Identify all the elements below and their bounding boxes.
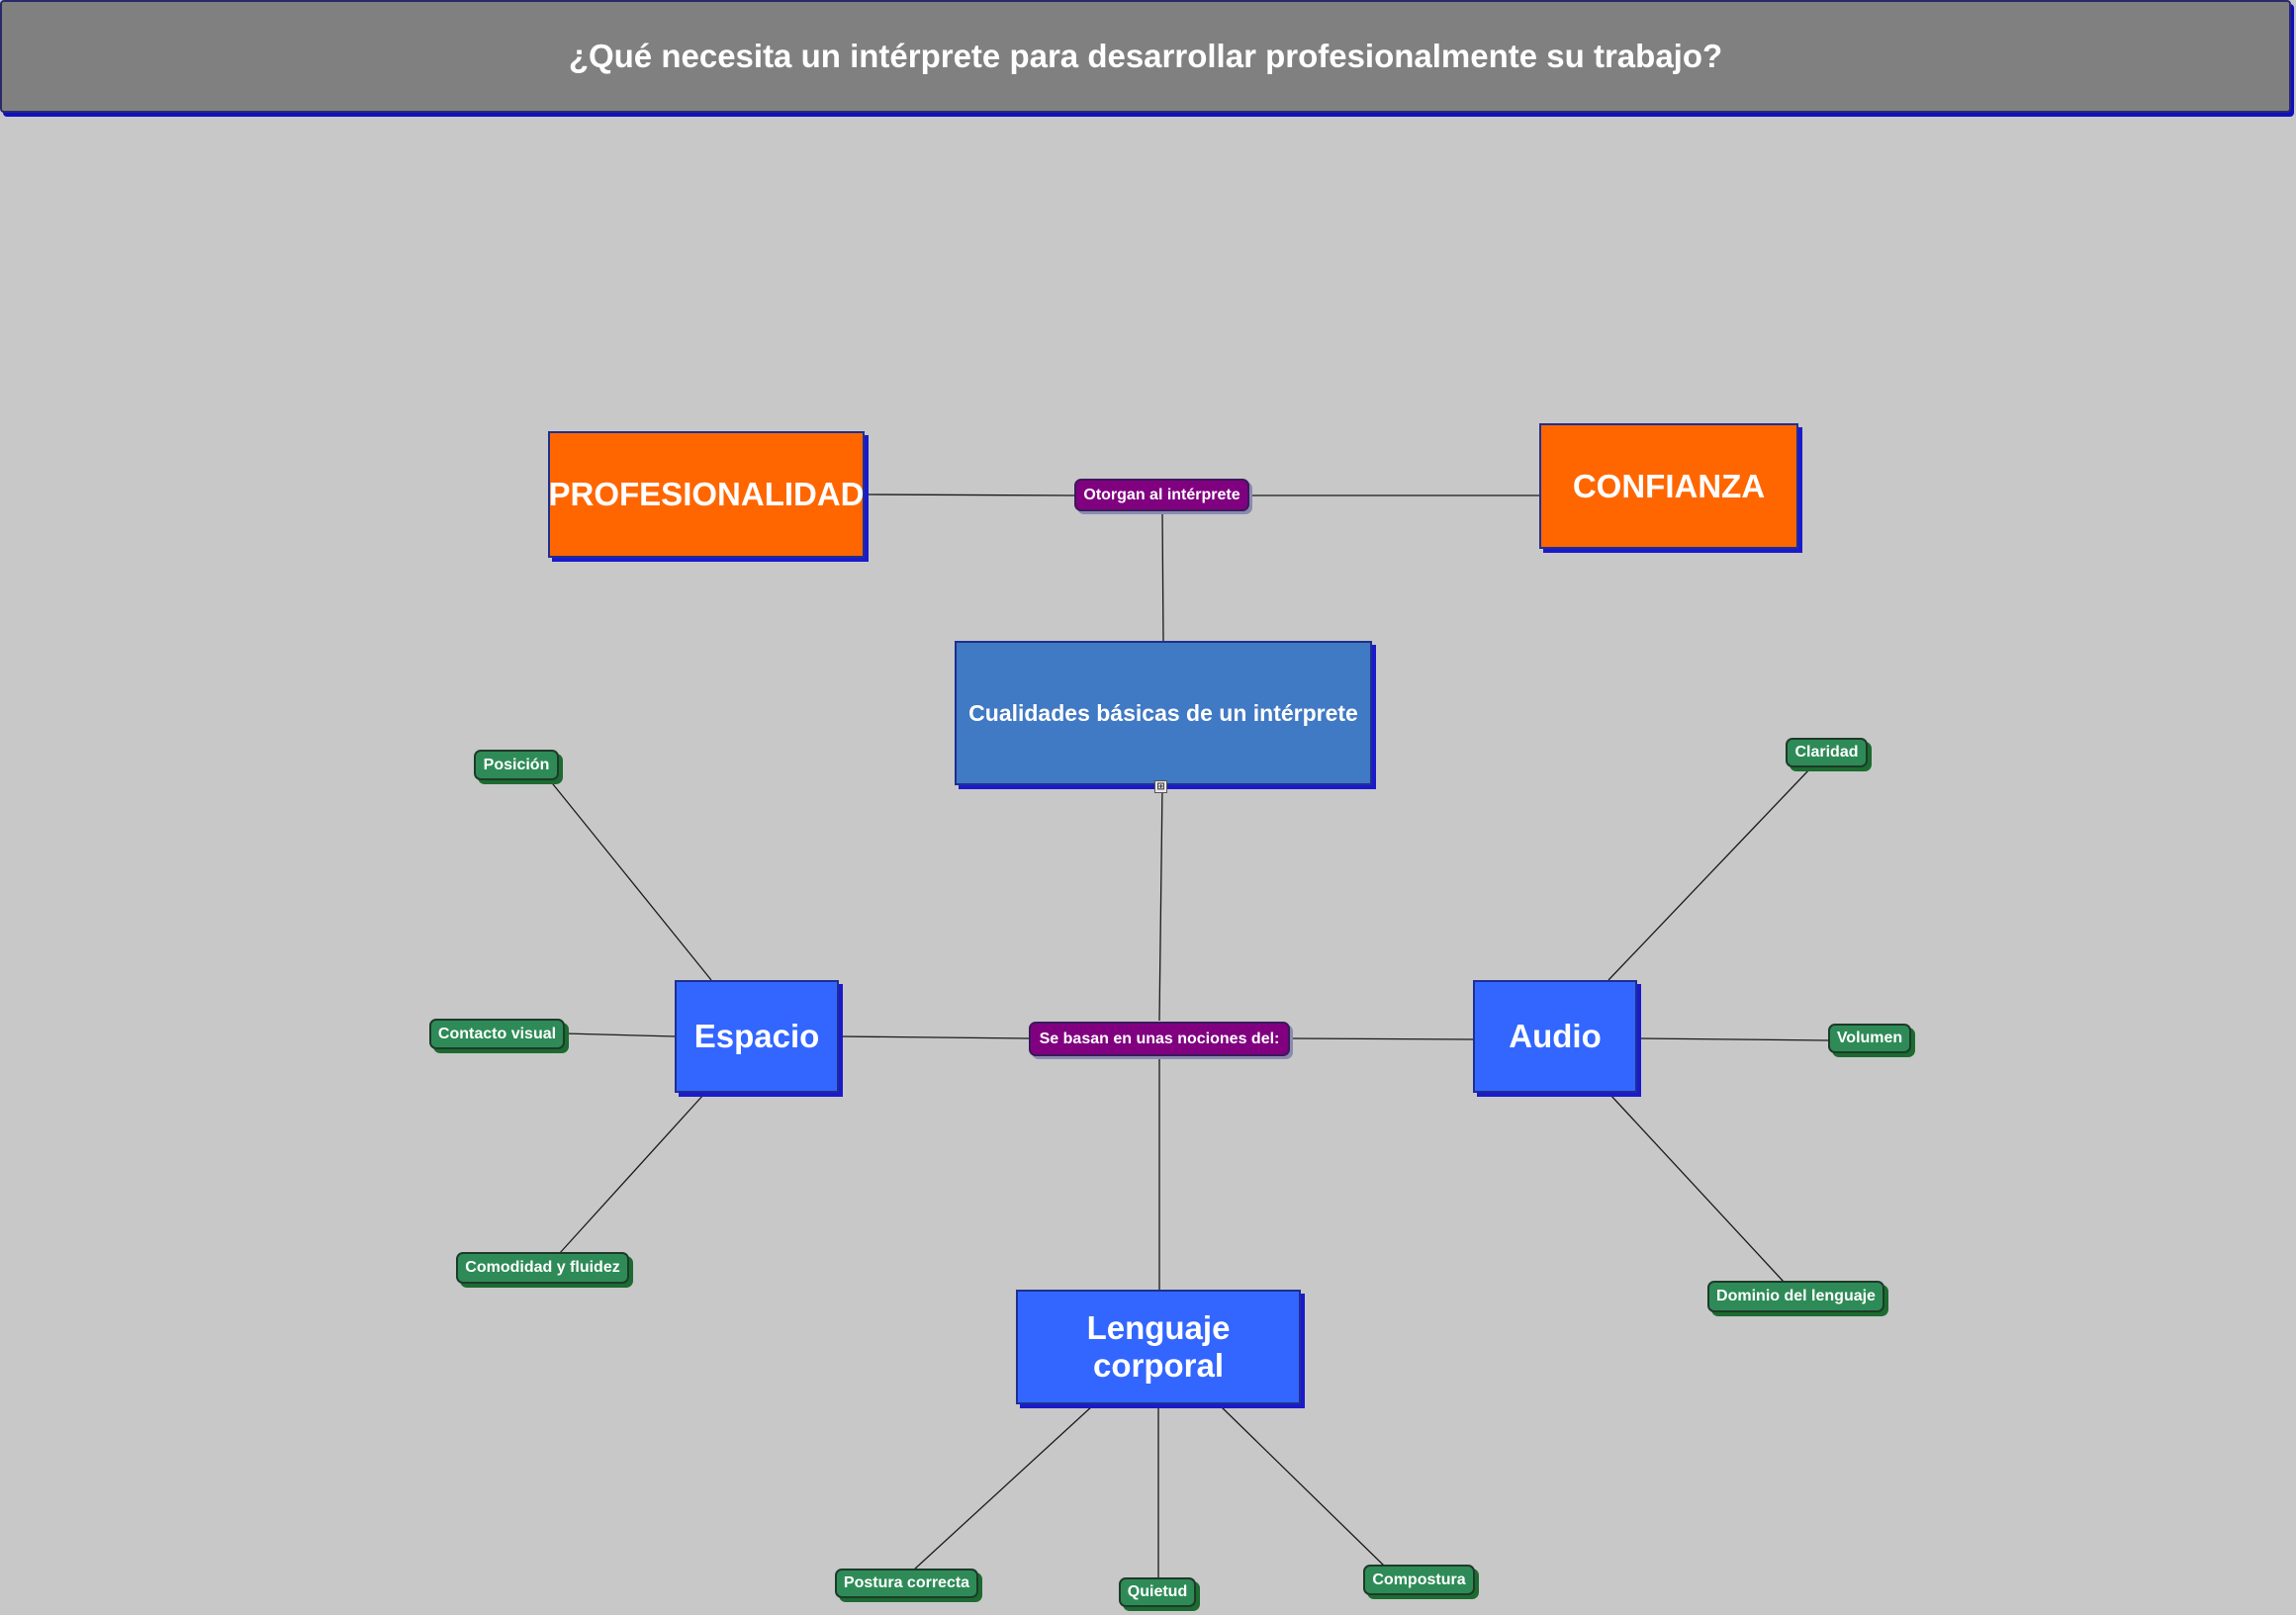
link-profesionalidad-otorgan xyxy=(865,493,1076,496)
node-lenguaje-corporal[interactable]: Lenguaje corporal xyxy=(1016,1290,1301,1404)
node-contacto-visual[interactable]: Contacto visual xyxy=(429,1019,565,1049)
node-volumen[interactable]: Volumen xyxy=(1828,1024,1911,1053)
node-espacio[interactable]: Espacio xyxy=(675,980,839,1093)
link-otorgan-cualidades xyxy=(1161,511,1164,642)
node-comodidad-fluidez[interactable]: Comodidad y fluidez xyxy=(456,1252,629,1284)
link-sebasan-audio xyxy=(1289,1037,1474,1040)
node-postura-correcta[interactable]: Postura correcta xyxy=(835,1569,978,1598)
node-posicion[interactable]: Posición xyxy=(474,750,559,780)
link-cualidades-sebasan xyxy=(1158,785,1163,1022)
node-dominio-lenguaje[interactable]: Dominio del lenguaje xyxy=(1707,1281,1884,1312)
node-cualidades[interactable]: Cualidades básicas de un intérprete xyxy=(955,641,1372,785)
node-quietud[interactable]: Quietud xyxy=(1119,1577,1196,1607)
node-claridad[interactable]: Claridad xyxy=(1786,738,1868,767)
link-audio-claridad xyxy=(1607,767,1811,981)
link-label-se-basan[interactable]: Se basan en unas nociones del: xyxy=(1029,1022,1290,1056)
node-audio[interactable]: Audio xyxy=(1473,980,1637,1093)
link-espacio-sebasan xyxy=(840,1035,1030,1039)
link-audio-volumen xyxy=(1637,1037,1829,1041)
link-espacio-contacto xyxy=(564,1032,677,1037)
link-lenguaje-compostura xyxy=(1219,1404,1387,1569)
link-label-otorgan[interactable]: Otorgan al intérprete xyxy=(1074,479,1249,511)
link-lenguaje-postura xyxy=(912,1404,1094,1571)
link-espacio-comodidad xyxy=(558,1093,705,1255)
node-confianza[interactable]: CONFIANZA xyxy=(1539,423,1798,549)
link-audio-dominio xyxy=(1608,1093,1785,1283)
link-espacio-posicion xyxy=(548,778,712,981)
page-title: ¿Qué necesita un intérprete para desarro… xyxy=(0,0,2291,113)
expand-toggle-icon[interactable]: ⊞ xyxy=(1154,780,1167,793)
node-profesionalidad[interactable]: PROFESIONALIDAD xyxy=(548,431,865,558)
node-compostura[interactable]: Compostura xyxy=(1363,1565,1475,1595)
